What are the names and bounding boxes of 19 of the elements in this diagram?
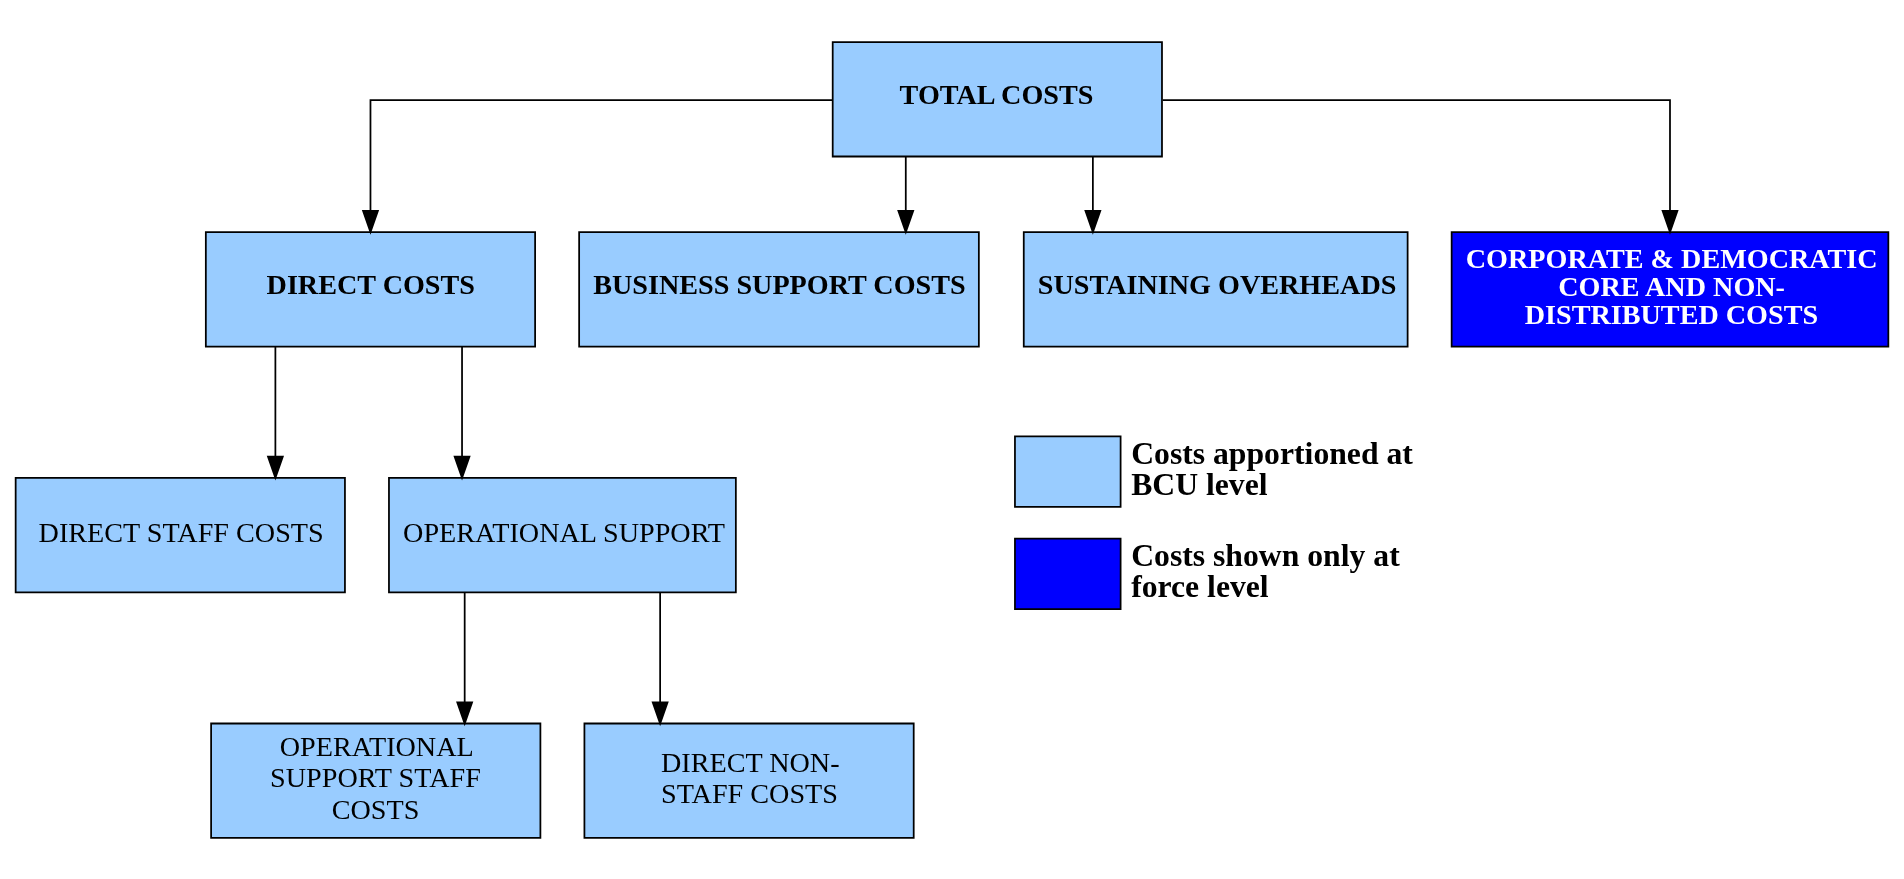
node-box: CORPORATE & DEMOCRATIC CORE AND NON-DISTRIBUTED COSTS	[1450, 230, 1890, 348]
node-box: DIRECT STAFF COSTS	[14, 476, 346, 593]
node-box: SUSTAINING OVERHEADS	[1022, 230, 1409, 348]
arrow	[897, 155, 915, 235]
arrow	[1084, 155, 1102, 235]
arrow	[651, 591, 669, 726]
node-box: OPERATIONAL SUPPORT STAFF COSTS	[210, 722, 542, 839]
legend-label: Costs shown only at force level	[1131, 537, 1400, 604]
arrow	[453, 345, 471, 481]
legend-label: Costs apportioned at BCU level	[1131, 435, 1413, 502]
arrow	[361, 98, 834, 235]
arrow	[456, 591, 474, 726]
node-box: TOTAL COSTS	[831, 40, 1163, 157]
arrow	[1161, 98, 1679, 235]
node-box: BUSINESS SUPPORT COSTS	[578, 230, 980, 348]
arrow	[266, 345, 285, 481]
node-box: DIRECT COSTS	[204, 230, 536, 348]
node-box: DIRECT NON-STAFF COSTS	[583, 722, 915, 839]
node-box: OPERATIONAL SUPPORT	[388, 476, 737, 593]
